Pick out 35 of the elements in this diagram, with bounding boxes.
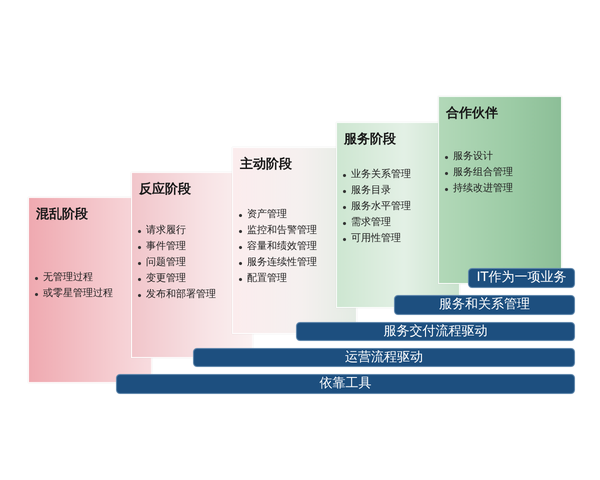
stage-heading: 服务阶段 bbox=[344, 132, 396, 148]
capability-banner bbox=[296, 322, 575, 341]
banner-label: 服务交付流程驱动 bbox=[384, 324, 488, 340]
bullet-item: 业务关系管理 bbox=[341, 167, 411, 183]
bullet-item: 问题管理 bbox=[136, 255, 216, 271]
bullet-item: 可用性管理 bbox=[341, 231, 411, 247]
bullet-item: 持续改进管理 bbox=[443, 181, 513, 197]
bullet-item: 需求管理 bbox=[341, 215, 411, 231]
bullet-item: 变更管理 bbox=[136, 271, 216, 287]
stage-heading: 合作伙伴 bbox=[446, 106, 498, 122]
bullet-item: 资产管理 bbox=[237, 207, 317, 223]
capability-banner bbox=[116, 374, 575, 394]
banner-label: 依靠工具 bbox=[320, 376, 372, 392]
stage-heading: 主动阶段 bbox=[240, 157, 292, 173]
banner-label: 运营流程驱动 bbox=[345, 350, 423, 366]
capability-banner bbox=[394, 295, 575, 315]
bullet-item: 容量和绩效管理 bbox=[237, 239, 317, 255]
capability-banner bbox=[468, 268, 575, 288]
stage-heading: 混乱阶段 bbox=[36, 207, 88, 223]
bullet-item: 服务连续性管理 bbox=[237, 255, 317, 271]
banner-label: 服务和关系管理 bbox=[439, 297, 530, 313]
bullet-item: 配置管理 bbox=[237, 271, 317, 287]
bullet-item: 监控和告警管理 bbox=[237, 223, 317, 239]
bullet-item: 服务水平管理 bbox=[341, 199, 411, 215]
capability-banner bbox=[193, 348, 575, 367]
bullet-item: 事件管理 bbox=[136, 239, 216, 255]
bullet-item: 服务设计 bbox=[443, 149, 513, 165]
bullet-item: 服务组合管理 bbox=[443, 165, 513, 181]
banner-label: IT作为一项业务 bbox=[476, 270, 566, 286]
bullet-item: 或零星管理过程 bbox=[33, 286, 113, 302]
stage-heading: 反应阶段 bbox=[139, 182, 191, 198]
bullet-item: 请求履行 bbox=[136, 223, 216, 239]
bullet-item: 服务目录 bbox=[341, 183, 411, 199]
bullet-item: 发布和部署管理 bbox=[136, 287, 216, 303]
bullet-item: 无管理过程 bbox=[33, 270, 113, 286]
